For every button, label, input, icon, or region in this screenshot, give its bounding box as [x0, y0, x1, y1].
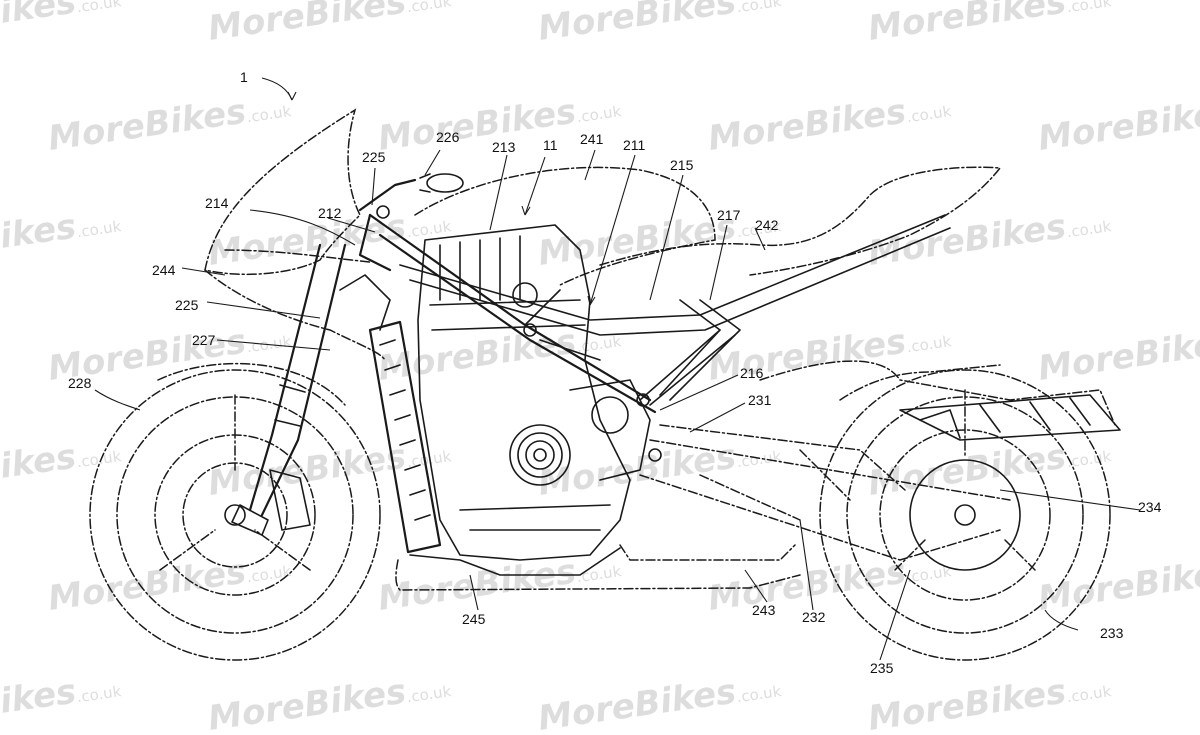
label-245: 245	[462, 611, 486, 627]
motorcycle-drawing	[89, 108, 1121, 661]
label-232: 232	[802, 609, 826, 625]
label-225-top: 225	[362, 149, 386, 165]
watermark-text: MoreBikes.co.uk	[0, 200, 123, 274]
rear-subframe	[759, 360, 1121, 441]
rear-wheel	[819, 369, 1111, 661]
watermark-text: MoreBikes.co.uk	[206, 0, 454, 49]
seat	[599, 166, 1002, 276]
front-cowl	[204, 108, 361, 276]
label-243: 243	[752, 602, 776, 618]
exhaust	[395, 544, 801, 591]
watermark-text: MoreBikes.co.uk	[46, 545, 294, 619]
watermark-text: MoreBikes.co.uk	[1196, 200, 1200, 274]
handlebar	[358, 173, 464, 212]
watermark-text: MoreBikes.co.uk	[376, 545, 624, 619]
watermark-text: MoreBikes.co.uk	[536, 0, 784, 49]
reference-numerals: 1 226 213 11 241 211 215 225 214 212 217…	[68, 69, 1162, 676]
watermark-text: MoreBikes.co.uk	[1036, 315, 1200, 389]
watermark-text: MoreBikes.co.uk	[1036, 545, 1200, 619]
label-242: 242	[755, 217, 779, 233]
label-225-mid: 225	[175, 297, 199, 313]
watermark-text: MoreBikes.co.uk	[1196, 0, 1200, 49]
watermark-text: MoreBikes.co.uk	[1196, 430, 1200, 504]
front-fork	[231, 243, 347, 536]
label-228: 228	[68, 375, 92, 391]
watermark-text: MoreBikes.co.uk	[46, 85, 294, 159]
label-234: 234	[1138, 499, 1162, 515]
label-216: 216	[740, 365, 764, 381]
watermark-text: MoreBikes.co.uk	[866, 430, 1114, 504]
watermark-text: MoreBikes.co.uk	[706, 545, 954, 619]
frame	[358, 205, 951, 462]
label-214: 214	[205, 195, 229, 211]
label-244: 244	[152, 262, 176, 278]
label-215: 215	[670, 157, 694, 173]
label-235: 235	[870, 660, 894, 676]
watermark-text: MoreBikes.co.uk	[206, 665, 454, 735]
watermark-text: MoreBikes.co.uk	[1036, 85, 1200, 159]
watermark-text: MoreBikes.co.uk	[0, 665, 123, 735]
radiator	[339, 274, 442, 554]
label-241: 241	[580, 131, 604, 147]
label-11: 11	[543, 137, 558, 153]
leader-lines	[94, 77, 1141, 661]
label-217: 217	[717, 207, 741, 223]
watermark-text: MoreBikes.co.uk	[536, 665, 784, 735]
label-211: 211	[623, 137, 646, 153]
watermark-text: MoreBikes.co.uk	[866, 0, 1114, 49]
watermark-text: MoreBikes.co.uk	[1196, 665, 1200, 735]
label-231: 231	[748, 392, 772, 408]
watermark-text: MoreBikes.co.uk	[866, 665, 1114, 735]
front-wheel	[89, 369, 381, 661]
label-213: 213	[492, 139, 516, 155]
label-226: 226	[436, 129, 460, 145]
label-1: 1	[240, 69, 248, 85]
front-fender	[157, 362, 346, 406]
engine	[417, 224, 651, 561]
swingarm	[639, 424, 1011, 561]
label-233: 233	[1100, 625, 1124, 641]
watermark-text: MoreBikes.co.uk	[0, 430, 123, 504]
watermark-text: MoreBikes.co.uk	[706, 85, 954, 159]
watermark-text: MoreBikes.co.uk	[0, 0, 123, 49]
label-212: 212	[318, 205, 342, 221]
label-227: 227	[192, 332, 216, 348]
